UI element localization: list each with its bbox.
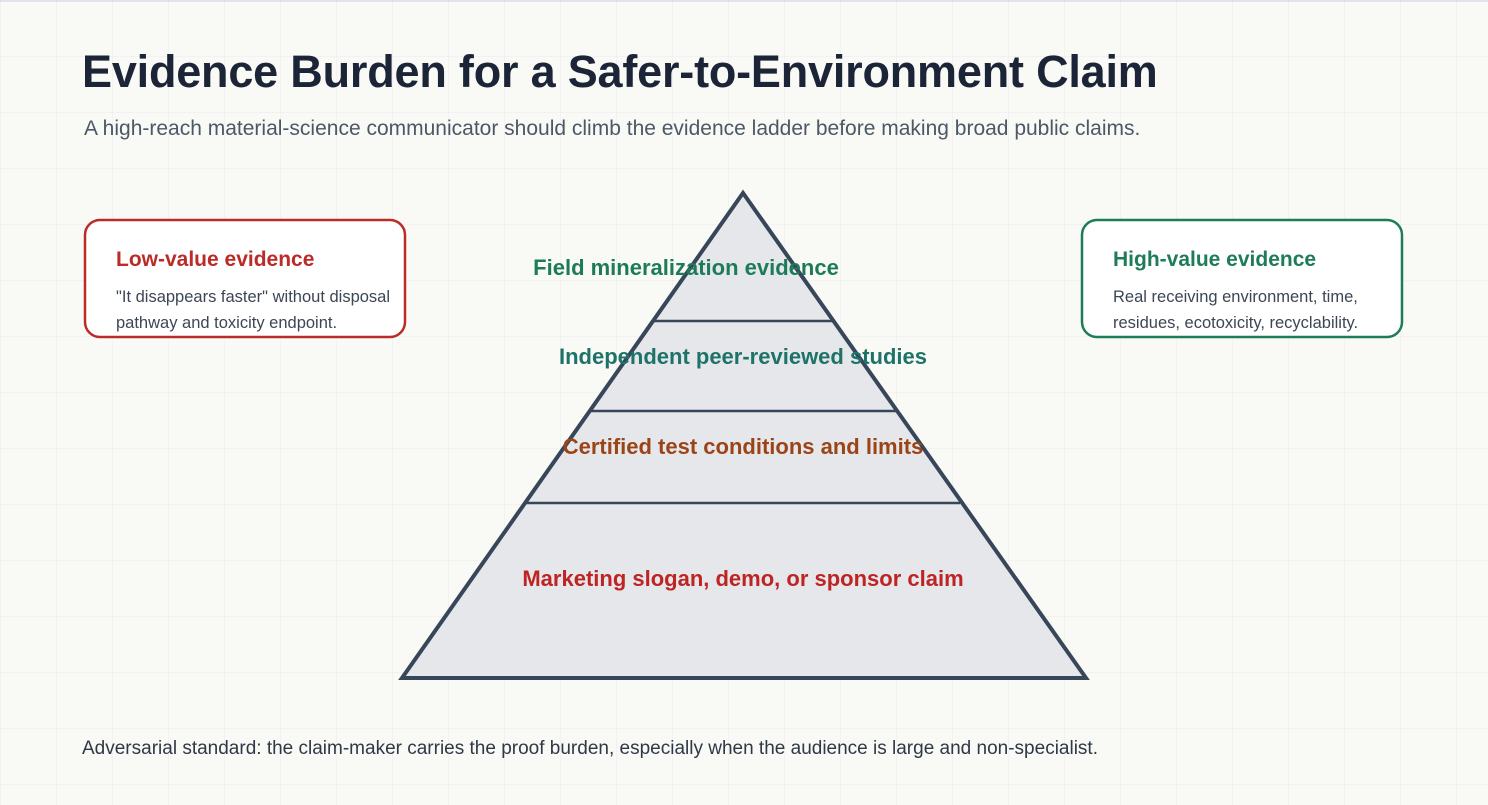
high-value-box — [1080, 218, 1404, 339]
low-value-box — [83, 218, 407, 339]
level-field-mineralization: Field mineralization evidence — [533, 255, 839, 280]
high-value-title: High-value evidence — [1113, 248, 1316, 271]
low-value-title: Low-value evidence — [116, 248, 314, 271]
level-certified-tests: Certified test conditions and limits — [563, 434, 924, 459]
footnote: Adversarial standard: the claim-maker ca… — [82, 738, 1098, 759]
low-value-text-line-2: pathway and toxicity endpoint. — [116, 314, 337, 332]
level-marketing-claim: Marketing slogan, demo, or sponsor claim — [522, 566, 963, 591]
high-value-text-line-1: Real receiving environment, time, — [1113, 288, 1358, 306]
low-value-callout: Low-value evidence "It disappears faster… — [83, 218, 407, 339]
page-subtitle: A high-reach material-science communicat… — [84, 117, 1141, 140]
high-value-callout: High-value evidence Real receiving envir… — [1080, 218, 1404, 339]
high-value-text-line-2: residues, ecotoxicity, recyclability. — [1113, 314, 1358, 332]
pyramid-shape — [398, 189, 1090, 680]
top-border — [0, 0, 1488, 2]
level-peer-reviewed: Independent peer-reviewed studies — [559, 344, 927, 369]
low-value-text-line-1: "It disappears faster" without disposal — [116, 288, 390, 306]
page-title: Evidence Burden for a Safer-to-Environme… — [82, 46, 1158, 97]
